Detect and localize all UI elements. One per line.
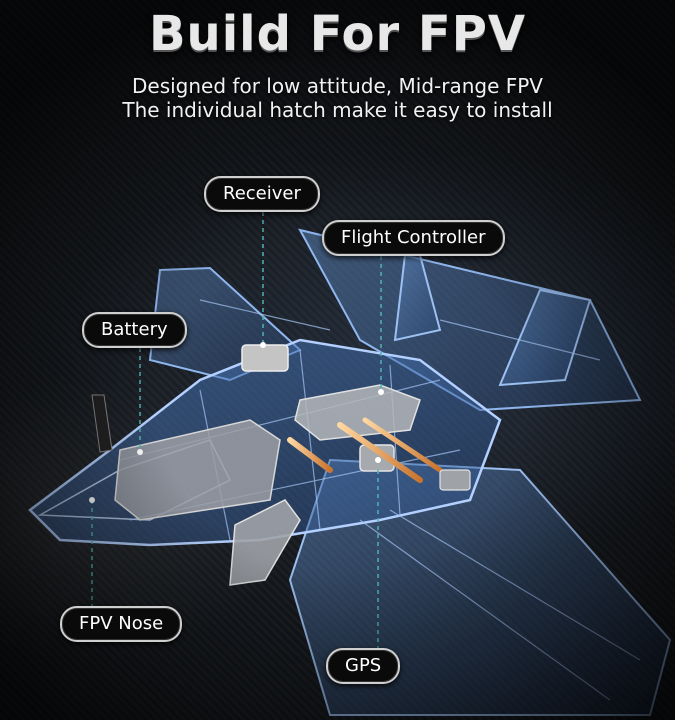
subtitle-line-2: The individual hatch make it easy to ins…: [122, 98, 553, 122]
callout-flight-controller: Flight Controller: [322, 220, 505, 256]
callout-gps: GPS: [326, 648, 401, 684]
page-title: Build For FPV: [148, 6, 527, 62]
callout-fpv-nose: FPV Nose: [60, 606, 183, 642]
callout-receiver: Receiver: [204, 176, 320, 212]
subtitle-line-1: Designed for low attitude, Mid-range FPV: [132, 74, 543, 98]
callout-battery: Battery: [82, 312, 187, 348]
